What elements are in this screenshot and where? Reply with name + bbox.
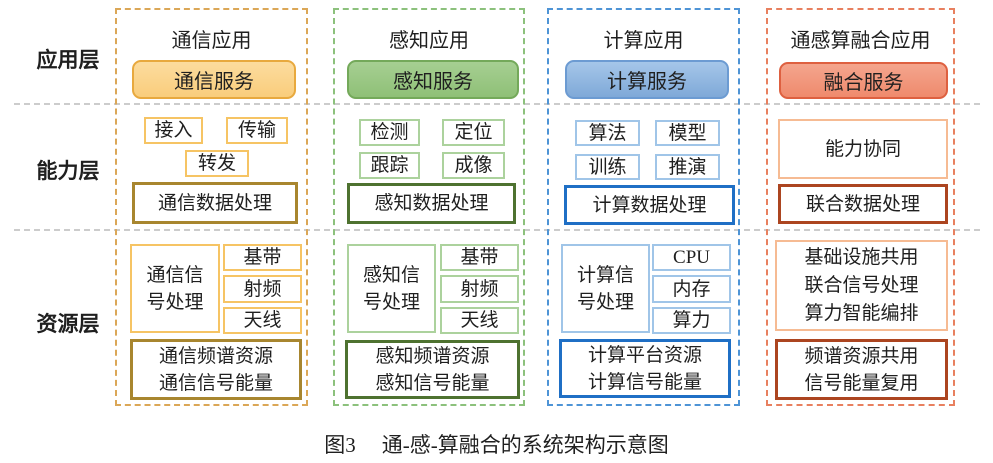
capability-chip-inference: 推演 — [655, 154, 720, 180]
capability-chip-detect: 检测 — [359, 119, 420, 146]
column-sensing: 感知应用 感知服务 检测 定位 跟踪 成像 感知数据处理 感知信 号处理 基带 … — [333, 8, 525, 406]
column-title-communication: 通信应用 — [171, 30, 252, 52]
signal-processing-box-computing: 计算信 号处理 — [561, 244, 650, 333]
column-computing: 计算应用 计算服务 算法 模型 训练 推演 计算数据处理 计算信 号处理 CPU… — [547, 8, 740, 406]
signal-processing-line: 号处理 — [362, 291, 420, 313]
data-processing-box-fusion: 联合数据处理 — [778, 184, 948, 224]
service-box-fusion: 融合服务 — [779, 62, 948, 99]
hw-chip-baseband: 基带 — [223, 244, 302, 271]
resource-line: 信号能量复用 — [804, 372, 919, 394]
hw-chip-antenna: 天线 — [223, 307, 302, 334]
row-label-application-layer: 应用层 — [36, 49, 100, 72]
hw-chip-compute: 算力 — [652, 307, 731, 334]
capability-chip-training: 训练 — [575, 154, 640, 180]
signal-processing-line: 计算信 — [576, 264, 634, 286]
resource-line: 通信频谱资源 — [158, 345, 273, 367]
figure-number: 图3 — [324, 433, 356, 457]
shared-infrastructure-line: 算力智能编排 — [804, 302, 919, 324]
resource-box-fusion: 频谱资源共用 信号能量复用 — [775, 339, 948, 400]
resource-box-communication: 通信频谱资源 通信信号能量 — [130, 339, 302, 400]
layer-divider-bottom — [14, 229, 980, 231]
signal-processing-line: 通信信 — [146, 264, 204, 286]
capability-chip-forward: 转发 — [185, 150, 249, 177]
capability-chip-transmit: 传输 — [226, 117, 288, 144]
hw-chip-memory: 内存 — [652, 275, 731, 303]
capability-coordination-box: 能力协同 — [778, 119, 948, 179]
resource-line: 频谱资源共用 — [804, 345, 919, 367]
resource-line: 计算信号能量 — [587, 371, 702, 393]
capability-chip-imaging: 成像 — [442, 152, 505, 179]
service-box-communication: 通信服务 — [132, 60, 296, 99]
capability-chip-access: 接入 — [144, 117, 203, 144]
shared-infrastructure-line: 基础设施共用 — [804, 246, 919, 268]
signal-processing-line: 号处理 — [146, 291, 204, 313]
hw-chip-antenna: 天线 — [440, 307, 519, 334]
signal-processing-box-communication: 通信信 号处理 — [130, 244, 220, 333]
resource-box-sensing: 感知频谱资源 感知信号能量 — [345, 340, 520, 399]
resource-line: 感知信号能量 — [375, 372, 490, 394]
resource-line: 通信信号能量 — [158, 372, 273, 394]
service-box-computing: 计算服务 — [565, 60, 729, 99]
data-processing-box-sensing: 感知数据处理 — [347, 183, 516, 224]
figure-caption: 图3 通-感-算融合的系统架构示意图 — [0, 429, 993, 459]
service-box-sensing: 感知服务 — [347, 60, 519, 99]
column-title-computing: 计算应用 — [603, 30, 684, 52]
data-processing-box-computing: 计算数据处理 — [564, 185, 735, 225]
capability-chip-algorithm: 算法 — [575, 120, 640, 146]
hw-chip-rf: 射频 — [223, 275, 302, 303]
shared-infrastructure-line: 联合信号处理 — [804, 274, 919, 296]
signal-processing-line: 感知信 — [362, 264, 420, 286]
signal-processing-line: 号处理 — [576, 291, 634, 313]
row-label-capability-layer: 能力层 — [36, 160, 100, 183]
signal-processing-box-sensing: 感知信 号处理 — [347, 244, 436, 333]
data-processing-box-communication: 通信数据处理 — [132, 182, 298, 224]
resource-line: 计算平台资源 — [587, 344, 702, 366]
capability-chip-model: 模型 — [655, 120, 720, 146]
capability-chip-localize: 定位 — [442, 119, 505, 146]
resource-box-computing: 计算平台资源 计算信号能量 — [559, 339, 731, 398]
column-communication: 通信应用 通信服务 接入 传输 转发 通信数据处理 通信信 号处理 基带 射频 … — [115, 8, 308, 406]
hw-chip-baseband: 基带 — [440, 244, 519, 271]
hw-chip-rf: 射频 — [440, 275, 519, 303]
column-title-fusion: 通感算融合应用 — [790, 30, 931, 52]
column-fusion: 通感算融合应用 融合服务 能力协同 联合数据处理 基础设施共用 联合信号处理 算… — [766, 8, 955, 406]
hw-chip-cpu: CPU — [652, 244, 731, 271]
layer-divider-top — [14, 103, 980, 105]
capability-chip-track: 跟踪 — [359, 152, 420, 179]
column-title-sensing: 感知应用 — [389, 30, 469, 52]
row-label-resource-layer: 资源层 — [36, 313, 100, 336]
resource-line: 感知频谱资源 — [375, 345, 490, 367]
figure-caption-text: 通-感-算融合的系统架构示意图 — [381, 433, 669, 457]
shared-infrastructure-box: 基础设施共用 联合信号处理 算力智能编排 — [775, 240, 948, 331]
